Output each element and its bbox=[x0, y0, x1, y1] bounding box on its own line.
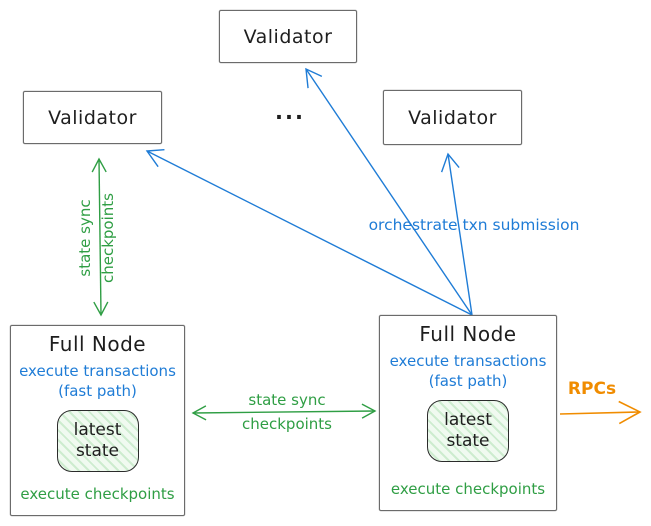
latest-state-left-line2: state bbox=[75, 441, 120, 461]
full-node-right-footer: execute checkpoints bbox=[390, 480, 546, 498]
validators-ellipsis: ... bbox=[275, 100, 305, 124]
arrow-state-sync-horizontal bbox=[191, 403, 377, 421]
validator-box-top: Validator bbox=[219, 10, 357, 63]
validator-right-label: Validator bbox=[408, 106, 497, 129]
arrow-rpcs bbox=[559, 400, 642, 425]
validator-box-right: Validator bbox=[383, 90, 522, 145]
full-node-left-title: Full Node bbox=[48, 332, 147, 356]
latest-state-right-line2: state bbox=[446, 431, 490, 451]
arrow-state-sync-vertical bbox=[91, 157, 109, 317]
full-node-right-exec: execute transactions (fast path) bbox=[390, 351, 547, 391]
latest-state-box-left: latest state bbox=[56, 410, 139, 472]
arrow-orchestrate-to-top-validator bbox=[305, 67, 473, 316]
arrow-orchestrate-to-left-validator bbox=[145, 149, 473, 316]
full-node-left-footer: execute checkpoints bbox=[20, 485, 175, 503]
validator-left-label: Validator bbox=[48, 106, 137, 129]
full-node-box-left: Full Node execute transactions (fast pat… bbox=[10, 325, 185, 516]
full-node-left-exec-line1: execute transactions bbox=[19, 362, 176, 380]
latest-state-right-line1: latest bbox=[444, 410, 492, 430]
arrow-orchestrate-to-right-validator bbox=[440, 152, 473, 316]
latest-state-box-right: latest state bbox=[427, 400, 509, 462]
full-node-right-title: Full Node bbox=[419, 322, 517, 346]
validator-box-left: Validator bbox=[23, 91, 162, 144]
latest-state-left-line1: latest bbox=[73, 420, 122, 440]
full-node-left-exec: execute transactions (fast path) bbox=[19, 361, 176, 401]
full-node-right-exec-line2: (fast path) bbox=[428, 372, 508, 390]
full-node-left-exec-line2: (fast path) bbox=[58, 382, 137, 400]
full-node-right-exec-line1: execute transactions bbox=[389, 352, 547, 370]
validator-top-label: Validator bbox=[243, 25, 333, 48]
full-node-box-right: Full Node execute transactions (fast pat… bbox=[379, 315, 557, 511]
